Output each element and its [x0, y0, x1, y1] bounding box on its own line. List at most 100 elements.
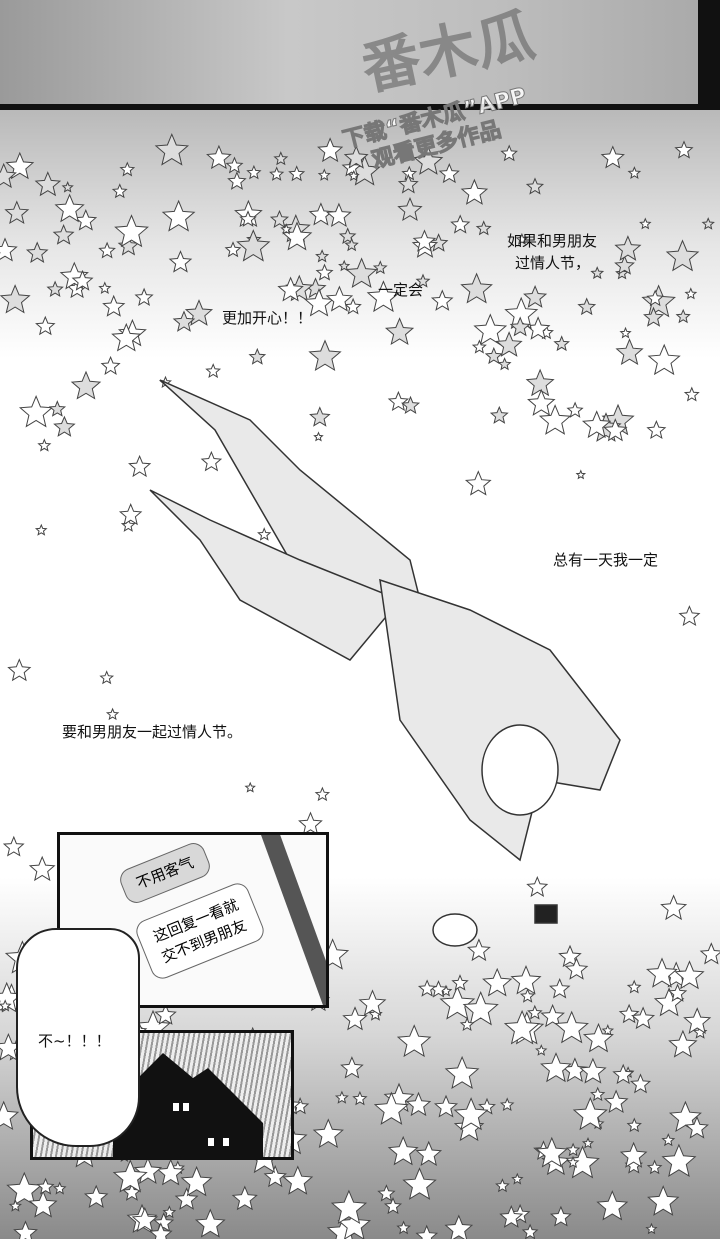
star-icon [626, 979, 642, 994]
star-icon [25, 241, 49, 263]
star-icon [519, 988, 536, 1003]
star-icon [61, 180, 74, 193]
star-icon [206, 144, 232, 170]
star-icon [112, 1159, 148, 1193]
star-icon [384, 317, 415, 346]
star-icon [683, 1007, 712, 1034]
star-icon [619, 1141, 648, 1168]
top-panel [0, 0, 720, 106]
star-icon [510, 964, 542, 995]
star-icon [304, 288, 335, 317]
star-icon [495, 1178, 510, 1193]
star-icon [515, 232, 529, 245]
star-icon [172, 310, 196, 332]
star-icon [225, 156, 244, 174]
star-icon [400, 395, 421, 414]
star-icon [174, 1187, 199, 1210]
star-icon [343, 145, 369, 169]
star-icon [466, 938, 491, 962]
star-icon [98, 281, 112, 294]
star-icon [417, 979, 437, 997]
star-icon [646, 420, 667, 440]
star-icon [603, 418, 628, 442]
star-icon [660, 894, 688, 921]
star-icon [459, 1017, 475, 1032]
caption: 如果和男朋友 [507, 232, 598, 250]
star-icon [248, 347, 267, 365]
star-icon [35, 315, 56, 336]
star-icon [0, 999, 12, 1012]
message-bubble: 不用客气 [116, 839, 214, 907]
star-icon [342, 1006, 368, 1031]
star-icon [444, 1055, 480, 1089]
star-icon [128, 454, 152, 478]
star-icon [149, 1222, 173, 1239]
star-icon [338, 227, 357, 244]
star-icon [244, 781, 256, 793]
star-icon [74, 209, 98, 231]
star-icon [161, 199, 196, 232]
star-icon [308, 202, 334, 226]
star-icon [565, 1142, 581, 1157]
star-icon [402, 1167, 437, 1200]
star-icon [280, 223, 293, 235]
star-icon [396, 1220, 411, 1235]
star-icon [549, 1205, 572, 1227]
star-icon [661, 1143, 697, 1177]
star-icon [582, 1022, 614, 1053]
star-icon [462, 990, 499, 1026]
star-icon [581, 1136, 595, 1149]
star-icon [674, 140, 694, 159]
star-icon [118, 502, 143, 526]
star-icon [572, 1096, 608, 1131]
star-icon [581, 410, 612, 439]
star-icon [596, 1190, 629, 1221]
star-icon [525, 368, 555, 397]
star-icon [28, 855, 56, 882]
star-icon [18, 394, 54, 428]
star-icon [52, 1181, 67, 1195]
star-icon [352, 1090, 368, 1106]
star-icon [309, 406, 331, 427]
speech-text: 不~！！！ [38, 1032, 111, 1050]
star-icon [282, 1165, 314, 1195]
caption: 更加开心！！ [222, 309, 313, 327]
star-icon [52, 223, 75, 245]
star-icon [460, 178, 489, 205]
star-icon [358, 989, 387, 1016]
star-icon [699, 942, 720, 965]
star-icon [366, 280, 401, 313]
star-icon [601, 1024, 615, 1036]
star-icon [535, 1136, 569, 1168]
star-icon [473, 313, 508, 346]
star-icon [131, 1206, 159, 1233]
star-icon [482, 967, 513, 997]
star-icon [48, 400, 67, 417]
star-icon [0, 237, 18, 262]
star-icon [627, 166, 642, 179]
star-icon [200, 450, 223, 472]
star-icon [239, 210, 257, 227]
star-icon [618, 1003, 640, 1024]
star-icon [678, 605, 701, 627]
star-icon [631, 1006, 656, 1030]
star-icon [674, 960, 705, 990]
star-icon [397, 173, 419, 194]
panel-border [698, 0, 720, 106]
star-icon [540, 1052, 572, 1083]
star-icon [600, 145, 625, 169]
star-icon [227, 171, 247, 190]
star-icon [99, 670, 115, 685]
star-icon [438, 162, 460, 184]
star-icon [540, 1003, 565, 1028]
star-icon [668, 1100, 702, 1133]
star-icon [5, 151, 35, 180]
star-icon [338, 259, 351, 272]
star-icon [377, 1184, 396, 1202]
star-icon [205, 363, 222, 379]
star-icon [4, 200, 30, 225]
star-icon [257, 527, 272, 541]
star-icon [643, 306, 665, 327]
star-icon [0, 284, 31, 314]
star-icon [277, 276, 304, 302]
